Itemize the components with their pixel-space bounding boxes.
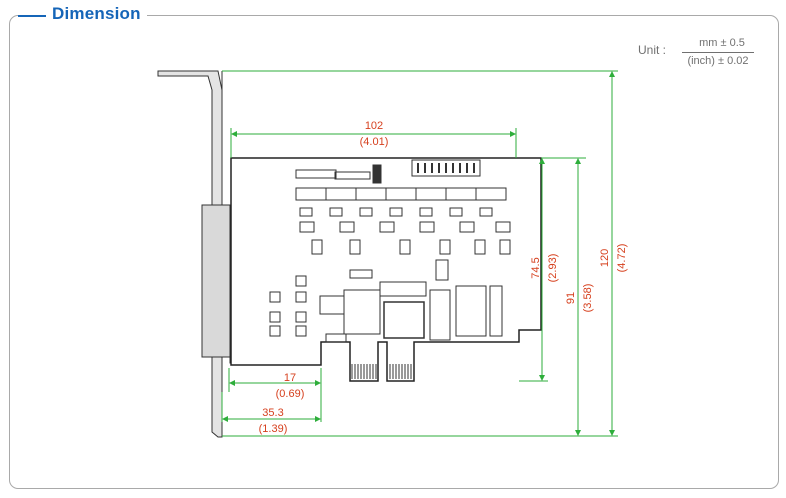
pcie-fingers (351, 364, 412, 379)
unit-label: Unit : (638, 43, 667, 57)
dim-17-mm: 17 (284, 372, 296, 384)
unit-denominator: (inch) ± 0.02 (687, 55, 749, 67)
dimension-frame (9, 15, 779, 489)
unit-fraction-bar (682, 52, 754, 53)
dim-120-inch: (4.72) (616, 244, 628, 273)
dim-35-3-inch: (1.39) (259, 423, 288, 435)
dim-91-inch: (3.58) (582, 284, 594, 313)
section-title: Dimension (46, 4, 147, 24)
pcb-components (269, 159, 511, 343)
dim-102-inch: (4.01) (360, 136, 389, 148)
unit-numerator: mm ± 0.5 (699, 37, 745, 49)
dim-74-5-mm: 74.5 (530, 257, 542, 278)
dimension-lines (222, 71, 615, 436)
title-rule (18, 15, 46, 17)
dim-120-mm: 120 (599, 249, 611, 267)
pcb-board (230, 157, 542, 382)
dimension-labels: 102 (4.01) 74.5 (2.93) 91 (3.58) 120 (4.… (259, 120, 628, 435)
dim-74-5-inch: (2.93) (547, 254, 559, 283)
dim-91-mm: 91 (565, 292, 577, 304)
dim-102-mm: 102 (365, 120, 383, 132)
dim-17-inch: (0.69) (276, 388, 305, 400)
dim-35-3-mm: 35.3 (262, 407, 283, 419)
